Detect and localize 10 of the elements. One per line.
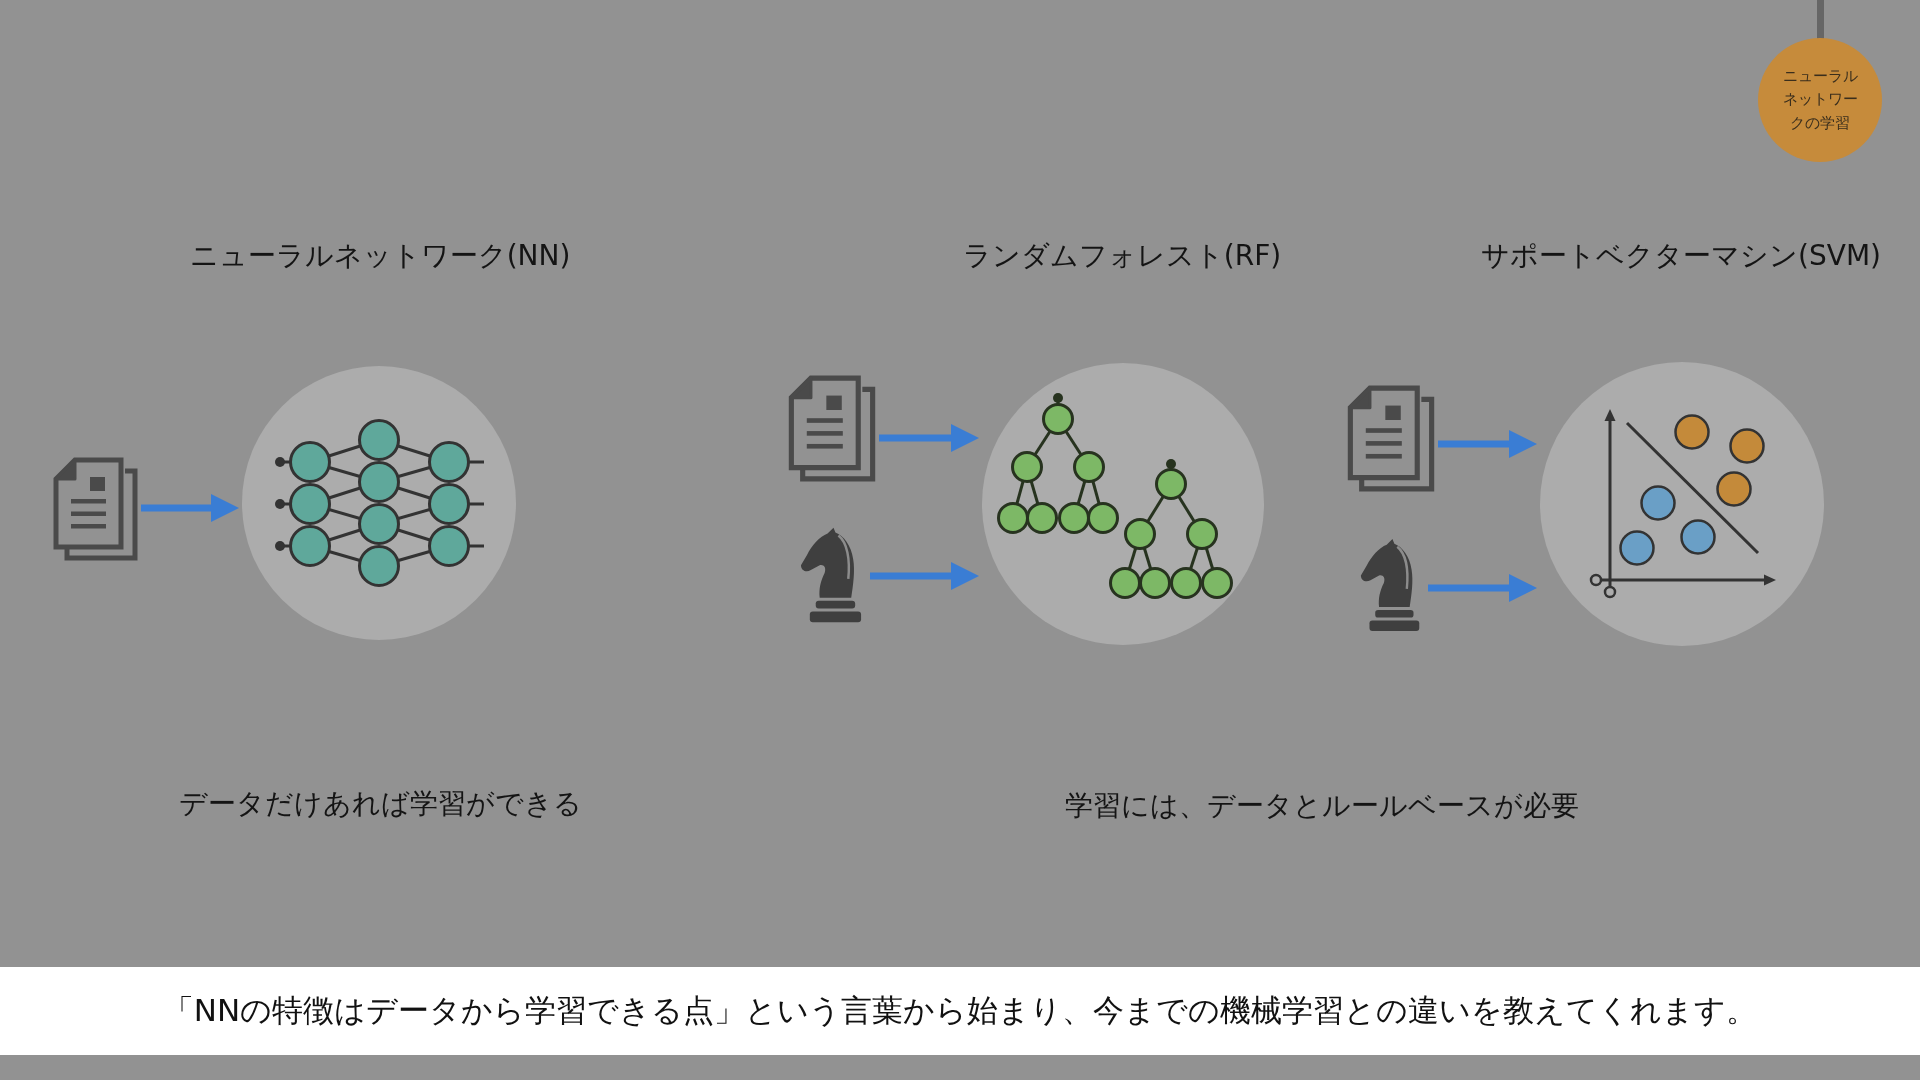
badge-text: ニューラルネットワークの学習: [1782, 67, 1858, 133]
heading: ニューラルネットワーク(NN): [189, 237, 571, 273]
document-icon: [788, 375, 876, 482]
description-text: データだけあれば学習ができる: [178, 785, 582, 821]
document-icon: [1347, 385, 1435, 492]
heading: ランダムフォレスト(RF): [962, 237, 1282, 273]
description-text: 学習には、データとルールベースが必要: [1065, 787, 1579, 823]
document-icon: [53, 457, 138, 561]
heading: サポートベクターマシン(SVM): [1481, 237, 1881, 273]
subtitle-text: 「NNの特徴はデータから学習できる点」という言葉から始まり、今までの機械学習との違いを教えてくれます。: [162, 991, 1758, 1030]
